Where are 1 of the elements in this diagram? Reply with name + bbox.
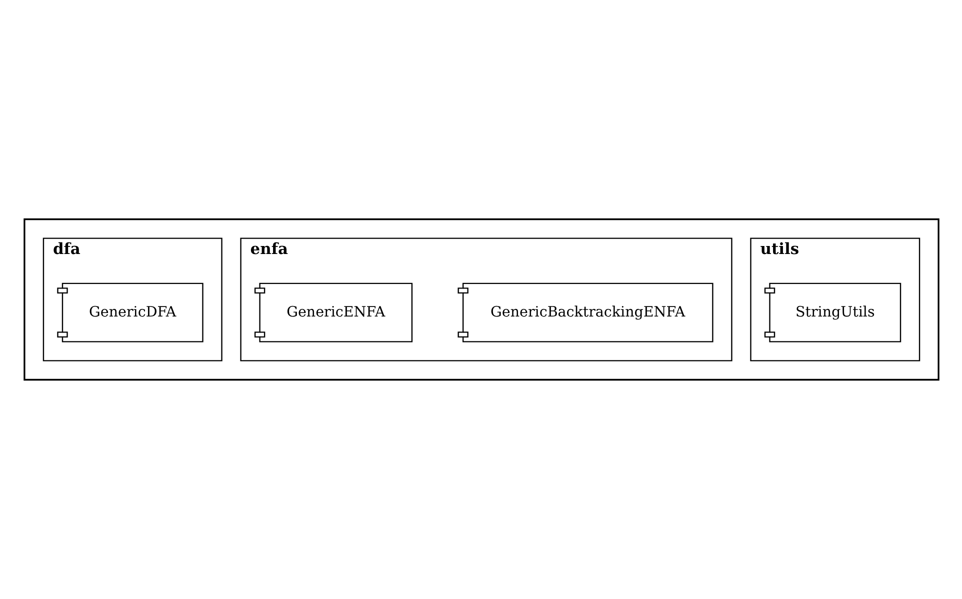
cluster <box>23 218 939 381</box>
